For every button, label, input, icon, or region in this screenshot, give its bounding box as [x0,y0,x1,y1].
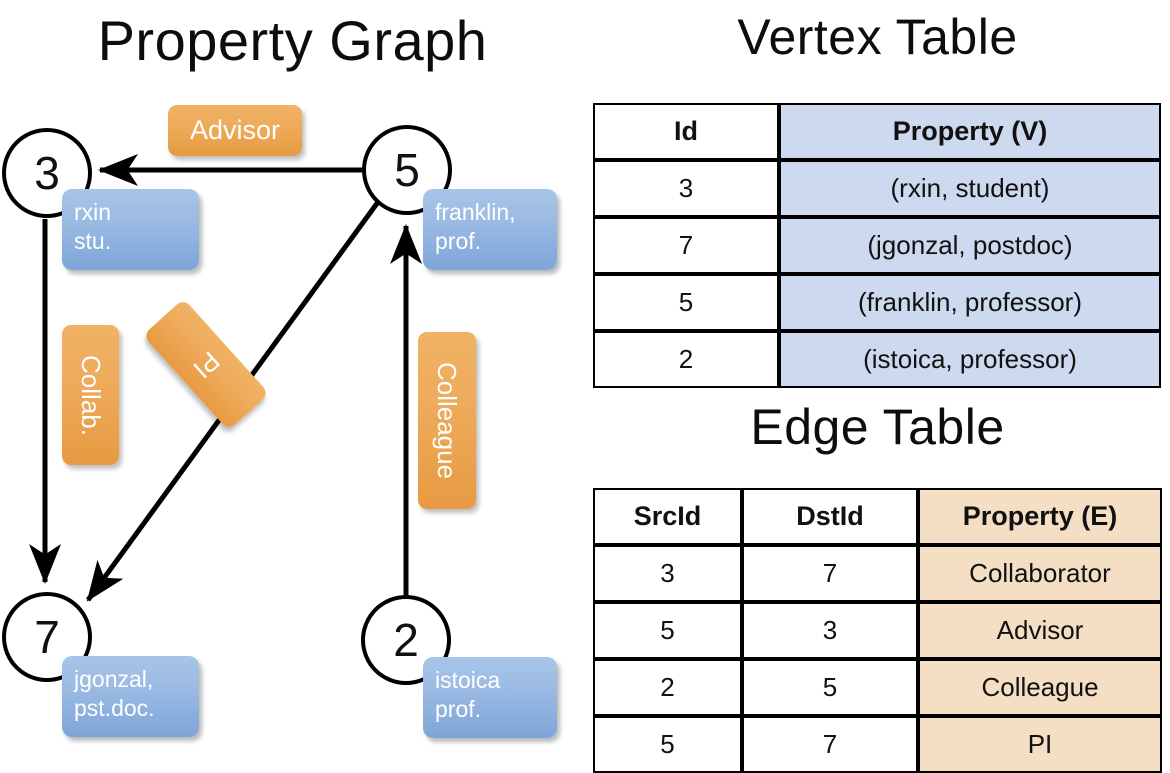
table-row: 3 7 Collaborator [593,545,1162,602]
edge-label-advisor: Advisor [168,105,302,156]
vertex-table: Id Property (V) 3 (rxin, student) 7 (jgo… [593,103,1161,388]
vertex-cell-property: (istoica, professor) [779,331,1161,388]
vertex-property-line-2: prof. [435,228,482,255]
edge-table-header-dstid: DstId [742,488,918,545]
table-row: 7 (jgonzal, postdoc) [593,217,1161,274]
edge-cell-property: Colleague [918,659,1162,716]
page-title-property-graph: Property Graph [97,9,488,72]
edge-cell-property: Advisor [918,602,1162,659]
vertex-property-line-2: pst.doc. [74,695,155,722]
edge-cell-dstid: 7 [742,716,918,773]
vertex-property-box-2: istoica prof. [423,657,557,738]
graph-node-5[interactable]: 5 [362,125,452,215]
page-title-edge-table: Edge Table [750,399,1005,455]
vertex-cell-id: 7 [593,217,779,274]
vertex-table-header-property: Property (V) [779,103,1161,160]
table-header-row: Id Property (V) [593,103,1161,160]
edge-label-collab-text: Collab. [76,354,106,436]
edge-cell-srcid: 2 [593,659,742,716]
table-header-row: SrcId DstId Property (E) [593,488,1162,545]
vertex-property-box-5: franklin, prof. [423,189,557,270]
table-row: 5 3 Advisor [593,602,1162,659]
table-row: 5 (franklin, professor) [593,274,1161,331]
edge-cell-srcid: 5 [593,716,742,773]
vertex-cell-property: (rxin, student) [779,160,1161,217]
edge-cell-dstid: 5 [742,659,918,716]
edge-cell-srcid: 5 [593,602,742,659]
edge-cell-property: PI [918,716,1162,773]
edge-cell-dstid: 3 [742,602,918,659]
vertex-property-line-1: franklin, [435,199,516,225]
vertex-property-box-7: jgonzal, pst.doc. [62,656,199,737]
table-row: 2 (istoica, professor) [593,331,1161,388]
edge-label-colleague: Colleague [418,332,476,509]
table-row: 2 5 Colleague [593,659,1162,716]
edge-cell-dstid: 7 [742,545,918,602]
vertex-property-box-3: rxin stu. [62,189,199,270]
vertex-property-line-1: jgonzal, [74,666,154,692]
graph-node-2[interactable]: 2 [361,595,451,685]
vertex-table-header-id: Id [593,103,779,160]
vertex-cell-id: 5 [593,274,779,331]
vertex-property-line-2: stu. [74,228,112,255]
vertex-cell-property: (franklin, professor) [779,274,1161,331]
table-row: 5 7 PI [593,716,1162,773]
property-graph-diagram: 3 5 7 2 rxin stu. franklin, prof. jgonza… [0,0,585,760]
table-row: 3 (rxin, student) [593,160,1161,217]
edge-cell-property: Collaborator [918,545,1162,602]
edge-label-advisor-text: Advisor [189,115,281,145]
vertex-cell-property: (jgonzal, postdoc) [779,217,1161,274]
vertex-property-line-1: istoica [435,667,501,693]
edge-label-pi-text: PI [187,345,226,385]
vertex-cell-id: 2 [593,331,779,388]
page-title-vertex-table: Vertex Table [737,9,1018,65]
edge-label-collab: Collab. [62,325,119,465]
edge-cell-srcid: 3 [593,545,742,602]
vertex-property-line-2: prof. [435,696,482,723]
edge-table-header-srcid: SrcId [593,488,742,545]
edge-label-colleague-text: Colleague [432,361,463,480]
vertex-cell-id: 3 [593,160,779,217]
edge-table-header-property: Property (E) [918,488,1162,545]
vertex-property-line-1: rxin [74,199,112,225]
edge-table: SrcId DstId Property (E) 3 7 Collaborato… [593,488,1162,773]
